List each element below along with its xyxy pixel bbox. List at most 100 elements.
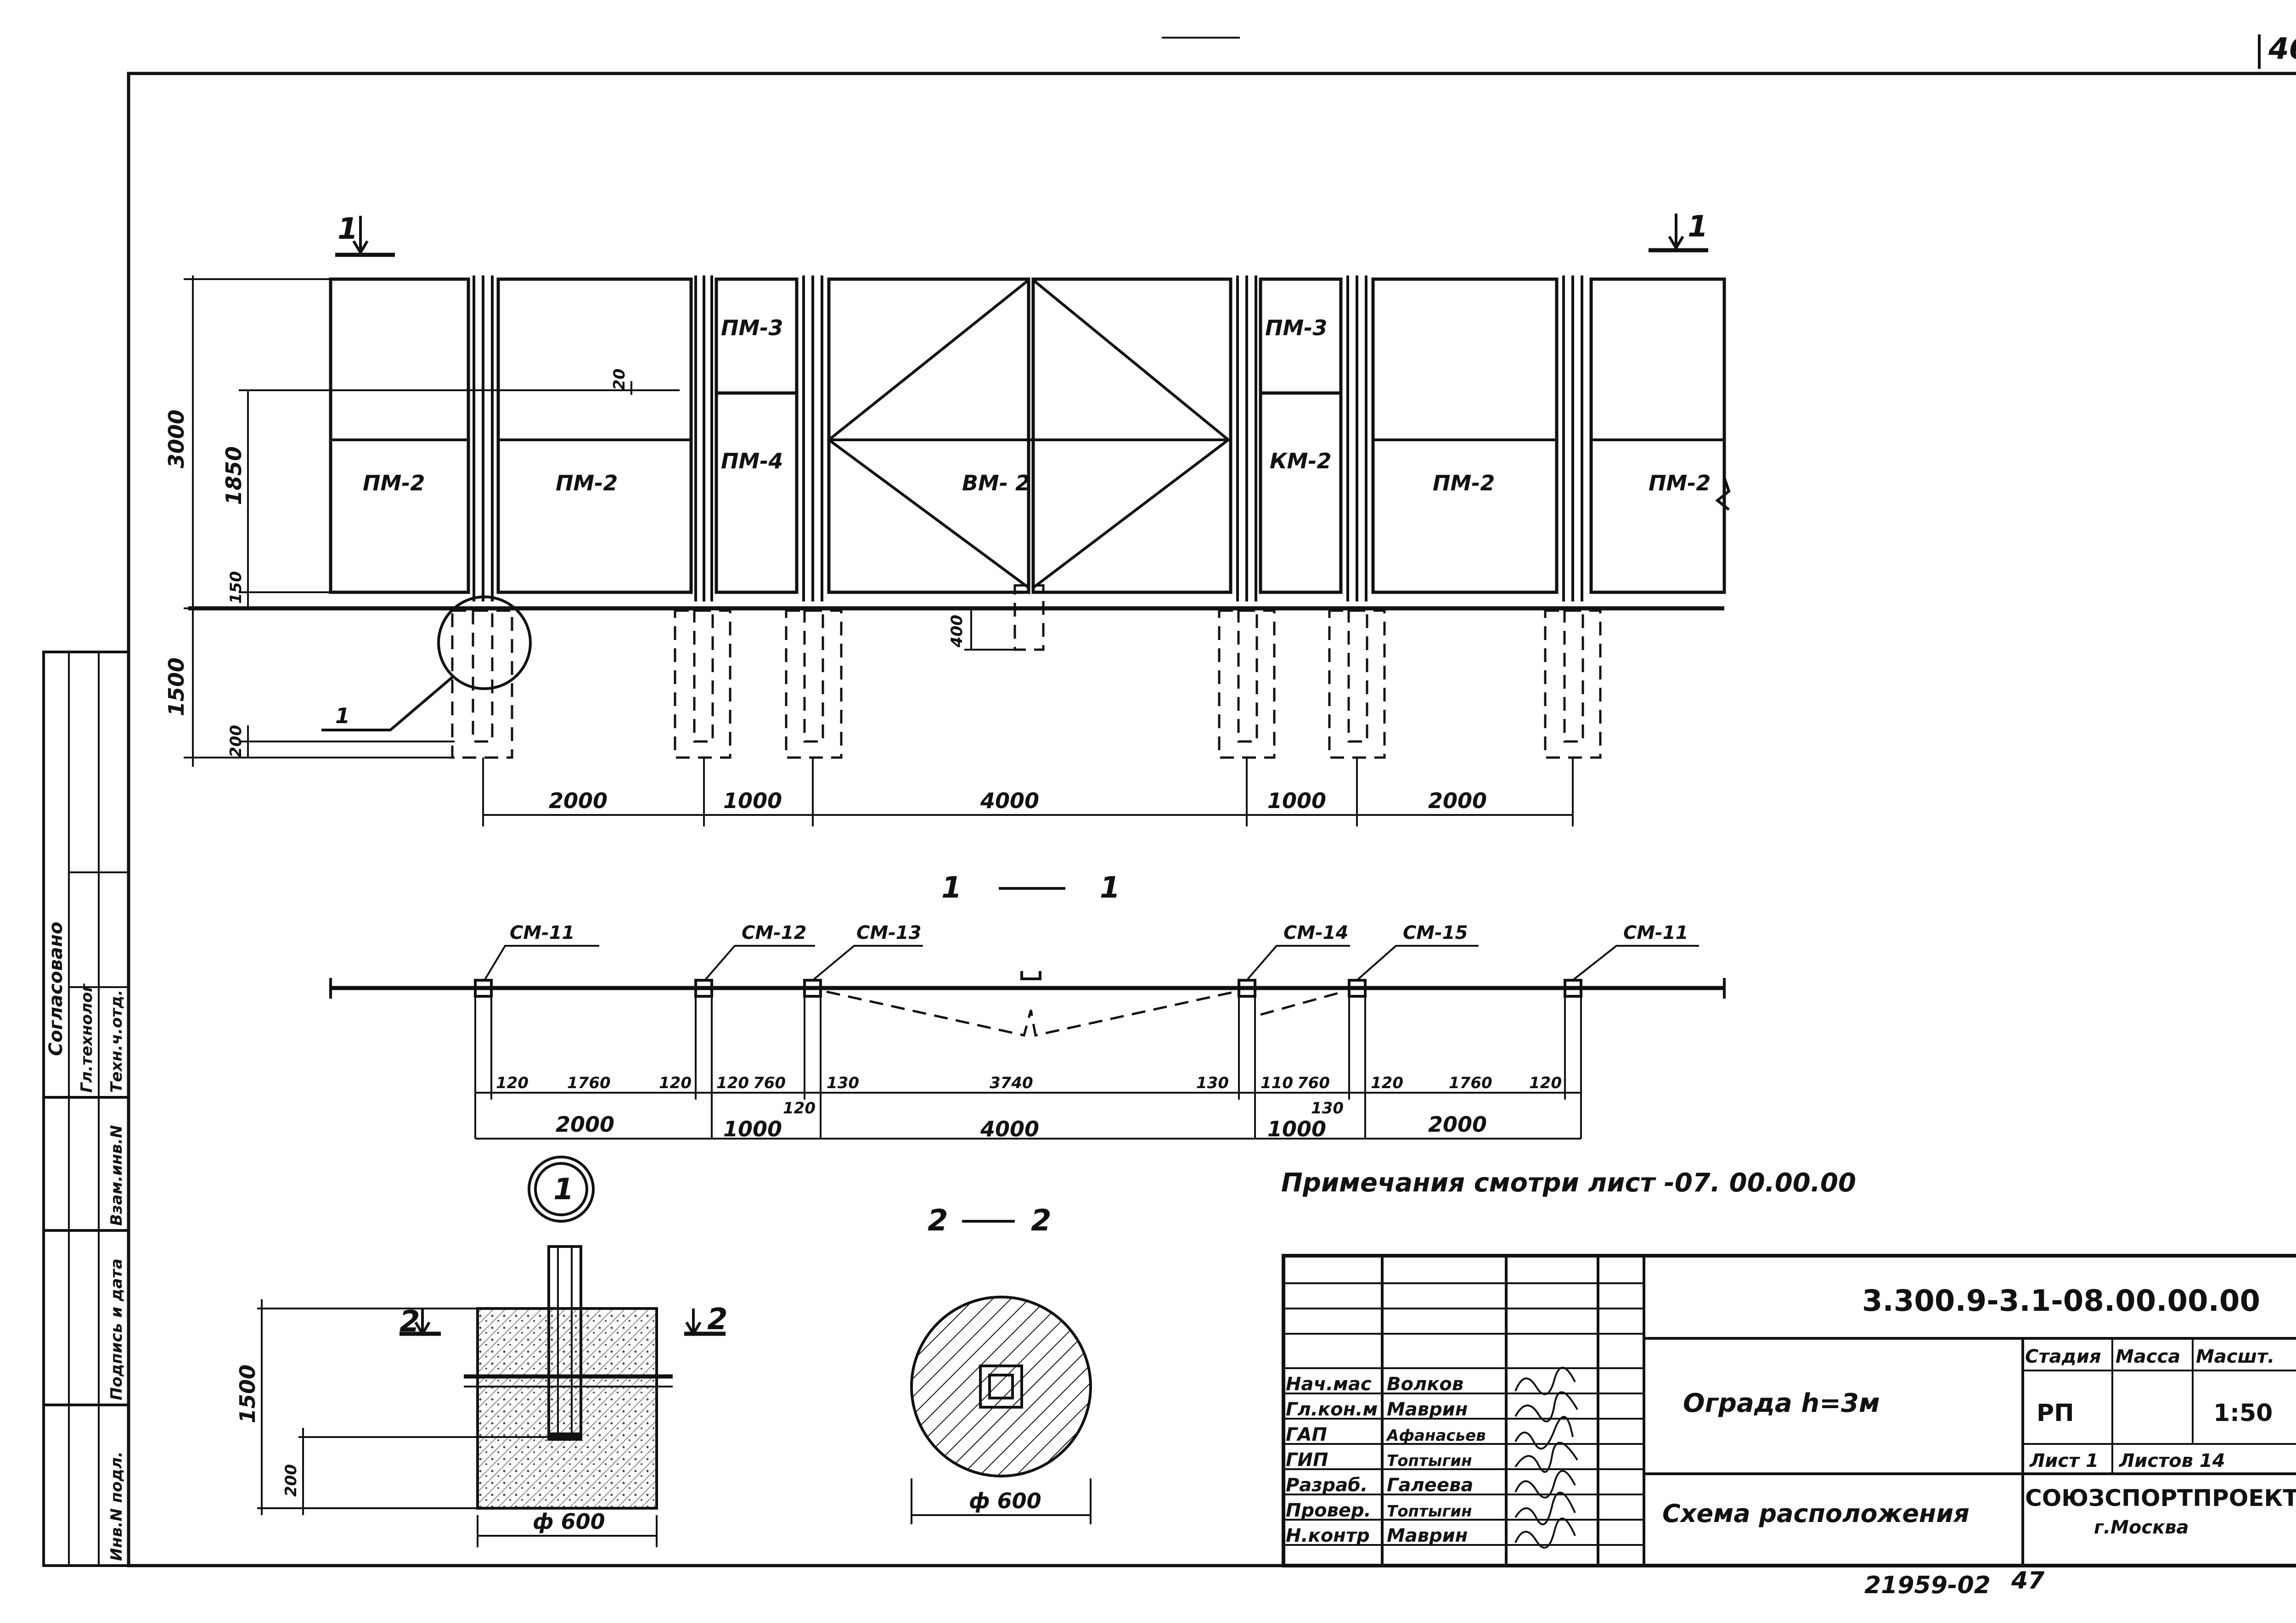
role-2: Гл.кон.м bbox=[1286, 1399, 1378, 1420]
panel-pm2-b bbox=[496, 277, 693, 594]
dim-below-1500: 1500 bbox=[164, 657, 189, 716]
post-label-6: СМ-11 bbox=[1623, 922, 1688, 943]
name-6: Топтыгин bbox=[1387, 1502, 1472, 1521]
panel-pm4 bbox=[715, 391, 799, 594]
label-scale: Масшт. bbox=[2196, 1346, 2274, 1367]
stamp-signature-date: Подпись и дата bbox=[107, 1258, 126, 1400]
role-6: Провер. bbox=[1286, 1500, 1371, 1521]
archive-number: 21959-02 bbox=[1864, 1572, 1991, 1599]
label-pm2-c: ПМ-2 bbox=[1433, 471, 1495, 495]
stamp-vzam: Взам.инв.N bbox=[107, 1125, 126, 1226]
name-7: Маврин bbox=[1387, 1525, 1468, 1546]
main-dim-4: 1000 bbox=[1267, 1117, 1326, 1141]
panel-pm2-c bbox=[1371, 277, 1559, 594]
role-7: Н.контр bbox=[1286, 1525, 1370, 1546]
panel-pm2-d bbox=[1589, 277, 1726, 594]
role-3: ГАП bbox=[1286, 1424, 1327, 1445]
sheet-frame: 46 bbox=[127, 32, 2296, 1567]
posts bbox=[473, 275, 1583, 601]
org-city: г.Москва bbox=[2094, 1517, 2189, 1538]
label-pm4: ПМ-4 bbox=[721, 449, 783, 473]
fine-dim-13: 120 bbox=[1529, 1074, 1562, 1092]
signatures bbox=[1514, 1366, 1578, 1549]
fence-elevation: 1 ПМ-2 ПМ-2 ПМ-3 ПМ-4 ВМ- 2 ПМ-3 КМ-2 ПМ… bbox=[164, 210, 1731, 826]
detail-1-foundation: 1 2 2 1500 200 ф 600 bbox=[235, 1156, 728, 1547]
fine-dim-2: 1760 bbox=[567, 1074, 611, 1092]
plan-dim-2: 1000 bbox=[723, 788, 782, 813]
note-text: Примечания смотри лист -07. 00.00.00 bbox=[1281, 1168, 1856, 1198]
dim-upper-1850: 1850 bbox=[221, 446, 246, 505]
post-label-5: СМ-15 bbox=[1403, 922, 1468, 943]
fine-dim-6: 130 bbox=[827, 1074, 859, 1092]
section-2-mark-right: 2 bbox=[707, 1303, 728, 1337]
plan-dim-1: 2000 bbox=[549, 788, 608, 813]
panel-pm2-a bbox=[329, 277, 470, 594]
post-label-2: СМ-12 bbox=[742, 922, 806, 943]
name-1: Волков bbox=[1387, 1374, 1463, 1395]
section-1-1: 1 1 СМ-11 СМ-12 СМ-13 СМ-14 СМ-15 СМ-11 bbox=[329, 871, 1726, 1141]
value-scale: 1:50 bbox=[2213, 1399, 2273, 1427]
name-2: Маврин bbox=[1387, 1399, 1468, 1420]
section-mark-right: 1 bbox=[1688, 210, 1708, 244]
fine-dim-8: 130 bbox=[1196, 1074, 1229, 1092]
post-label-4: СМ-14 bbox=[1283, 922, 1348, 943]
side-stamp: Согласовано Гл.технолог Техн.ч.отд. Взам… bbox=[42, 651, 130, 1567]
detail-diameter: ф 600 bbox=[533, 1509, 605, 1534]
name-5: Галеева bbox=[1387, 1475, 1473, 1496]
section-2-mark-left: 2 bbox=[400, 1305, 420, 1339]
main-dim-2: 1000 bbox=[723, 1117, 782, 1141]
label-pm2-a: ПМ-2 bbox=[363, 471, 425, 495]
post-label-1: СМ-11 bbox=[510, 922, 574, 943]
role-5: Разраб. bbox=[1286, 1475, 1367, 1496]
extra-dim-2: 130 bbox=[1311, 1099, 1344, 1118]
label-sheet: Лист 1 bbox=[2029, 1450, 2099, 1471]
fine-dim-5: 760 bbox=[753, 1074, 786, 1092]
section-mark-left: 1 bbox=[338, 212, 358, 246]
label-pm3-a: ПМ-3 bbox=[721, 315, 783, 340]
post-label-3: СМ-13 bbox=[856, 922, 921, 943]
main-dim-1: 2000 bbox=[556, 1112, 614, 1137]
detail-circle-number: 1 bbox=[553, 1173, 574, 1207]
role-1: Нач.мас bbox=[1286, 1374, 1372, 1395]
gate-leaf-left bbox=[827, 277, 1030, 594]
stamp-tech-dept: Техн.ч.отд. bbox=[107, 990, 126, 1093]
dim-foot-200: 200 bbox=[227, 725, 245, 758]
plan-dim-5: 2000 bbox=[1428, 788, 1487, 813]
label-pm2-b: ПМ-2 bbox=[556, 471, 618, 495]
label-pm2-d: ПМ-2 bbox=[1649, 471, 1711, 495]
title-code: 3.300.9-3.1-08.00.00.00 bbox=[1862, 1284, 2260, 1318]
stamp-agreed: Согласовано bbox=[45, 921, 67, 1056]
plan-dimensions: 2000 1000 4000 1000 2000 bbox=[482, 758, 1574, 826]
section-2-title-right: 2 bbox=[1031, 1204, 1052, 1238]
callout-number: 1 bbox=[335, 703, 350, 728]
name-4: Топтыгин bbox=[1387, 1452, 1472, 1470]
role-4: ГИП bbox=[1286, 1449, 1328, 1471]
value-stage: РП bbox=[2037, 1399, 2074, 1427]
stamp-chief-engineer: Гл.технолог bbox=[78, 983, 96, 1093]
label-sheets: Листов 14 bbox=[2119, 1450, 2225, 1471]
section-2-title-left: 2 bbox=[928, 1204, 948, 1238]
section-2-2: 2 2 ф 600 bbox=[910, 1204, 1092, 1524]
dim-total-3000: 3000 bbox=[164, 410, 189, 468]
section-1-title-right: 1 bbox=[1100, 871, 1120, 905]
vertical-dimensions: 3000 1850 150 1500 200 20 400 bbox=[164, 275, 1017, 767]
plan-dim-3: 4000 bbox=[980, 788, 1039, 813]
foundations bbox=[451, 584, 1602, 759]
dim-bottom-150: 150 bbox=[227, 571, 245, 604]
fine-dim-3: 120 bbox=[659, 1074, 692, 1092]
panel-km2 bbox=[1259, 391, 1343, 594]
label-km2: КМ-2 bbox=[1270, 449, 1331, 473]
panel-pm3-b bbox=[1259, 277, 1343, 395]
name-3: Афанасьев bbox=[1385, 1426, 1486, 1445]
section-2-diameter: ф 600 bbox=[969, 1488, 1041, 1513]
main-dim-5: 2000 bbox=[1428, 1112, 1487, 1137]
label-pm3-b: ПМ-3 bbox=[1265, 315, 1327, 340]
detail-foot-200: 200 bbox=[282, 1464, 300, 1497]
title-object: Ограда h=3м bbox=[1683, 1388, 1880, 1418]
detail-height-1500: 1500 bbox=[235, 1365, 260, 1423]
callout-circle bbox=[437, 595, 532, 690]
label-vm2: ВМ- 2 bbox=[962, 471, 1030, 495]
fine-dim-7: 3740 bbox=[990, 1074, 1033, 1092]
dim-gap-20: 20 bbox=[610, 369, 629, 390]
